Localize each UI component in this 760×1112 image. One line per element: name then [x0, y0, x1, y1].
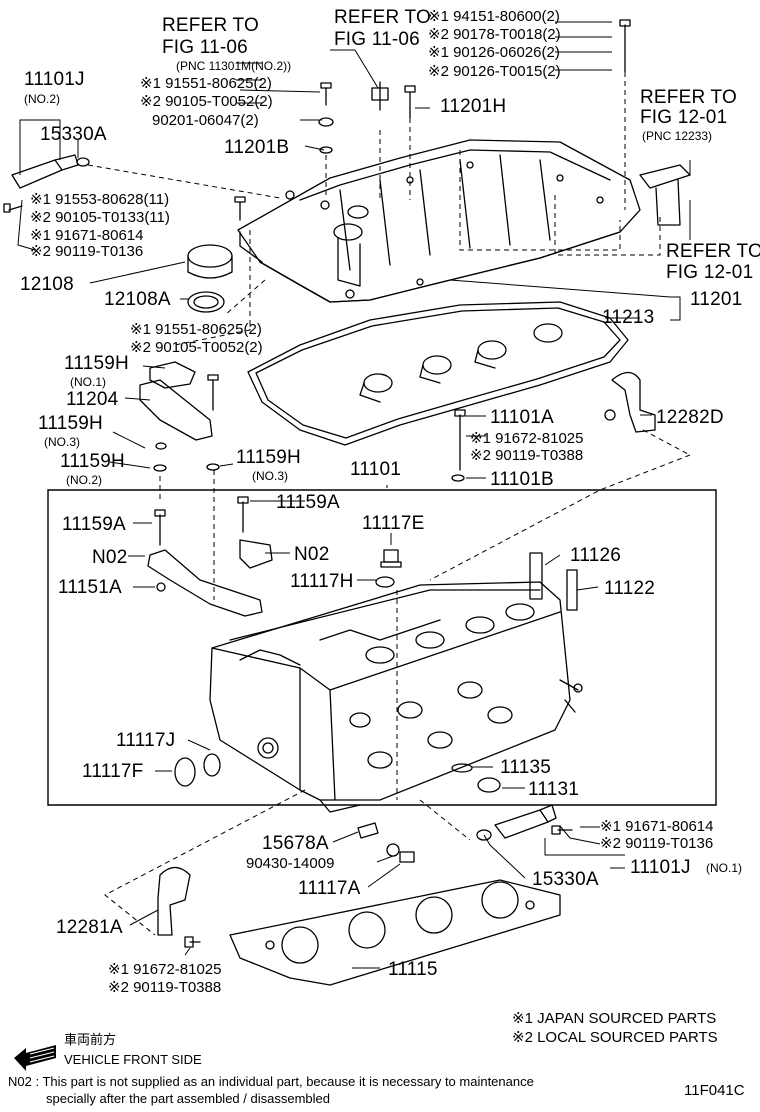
part-11159A-right[interactable]: 11159A: [276, 492, 340, 513]
part-15678A[interactable]: 15678A: [262, 833, 329, 854]
part-11101[interactable]: 11101: [350, 459, 402, 480]
part-11201[interactable]: 11201: [690, 289, 743, 310]
part-91553-80628[interactable]: ※1 91553-80628(11): [30, 191, 170, 208]
part-11135[interactable]: 11135: [500, 757, 552, 778]
part-11101J-no1[interactable]: 11101J: [630, 857, 691, 878]
engine-hanger-rear: [611, 371, 656, 433]
part-12108A[interactable]: 12108A: [104, 289, 171, 310]
oil-filler-cap: [187, 244, 233, 313]
ref-fig-12-01-a-fig[interactable]: FIG 12-01: [640, 107, 728, 128]
part-11131[interactable]: 11131: [528, 779, 580, 800]
part-11159H-no3[interactable]: 11159H: [38, 413, 103, 434]
leader-lines: [17, 21, 717, 969]
part-91672-81025-b[interactable]: ※1 91672-81025: [108, 961, 222, 978]
part-12108[interactable]: 12108: [20, 274, 74, 295]
bolts-and-studs: [3, 19, 631, 948]
part-11204[interactable]: 11204: [66, 389, 119, 410]
part-90105-T0052-b[interactable]: ※2 90105-T0052(2): [130, 339, 263, 356]
part-11117H[interactable]: 11117H: [290, 571, 354, 592]
footnote-line-1: N02 : This part is not supplied as an in…: [8, 1074, 534, 1089]
part-15330A-lower[interactable]: 15330A: [532, 869, 599, 890]
part-note-no2-b: (NO.2): [66, 473, 102, 487]
part-90126-T0015[interactable]: ※2 90126-T0015(2): [428, 63, 561, 80]
part-note-no1-a: (NO.1): [70, 375, 106, 389]
part-90201-06047[interactable]: 90201-06047(2): [152, 112, 259, 129]
part-15330A-upper[interactable]: 15330A: [40, 124, 107, 145]
part-90119-T0136-a[interactable]: ※2 90119-T0136: [30, 243, 144, 260]
part-note-no3-b: (NO.3): [252, 469, 288, 483]
ref-pnc-11301m: (PNC 11301M(NO.2)): [176, 59, 292, 73]
part-11117E[interactable]: 11117E: [362, 513, 425, 534]
part-11159A-left[interactable]: 11159A: [62, 514, 126, 535]
engine-hanger-front: [157, 866, 191, 936]
oil-control-valve-lower: [476, 804, 557, 841]
ref-fig-12-01-a[interactable]: REFER TO: [640, 87, 737, 108]
part-11151A[interactable]: 11151A: [58, 577, 122, 598]
part-note-no1-b: (NO.1): [706, 861, 742, 875]
ref-fig-12-01-b[interactable]: REFER TO: [666, 241, 760, 262]
part-91551-80625-a[interactable]: ※1 91551-80625(2): [140, 75, 272, 92]
part-11122[interactable]: 11122: [604, 578, 656, 599]
ref-fig-11-06-a-fig[interactable]: FIG 11-06: [162, 37, 248, 58]
part-91672-81025-a[interactable]: ※1 91672-81025: [470, 430, 584, 447]
part-11159H-no2[interactable]: 11159H: [60, 451, 125, 472]
part-11201H[interactable]: 11201H: [440, 96, 507, 117]
head-cover-gasket: [247, 301, 629, 446]
part-11159H-no1[interactable]: 11159H: [64, 353, 129, 374]
part-note-no2: (NO.2): [24, 92, 60, 106]
part-94151-80600[interactable]: ※1 94151-80600(2): [428, 8, 560, 25]
part-11117J[interactable]: 11117J: [116, 730, 176, 751]
part-90105-T0133[interactable]: ※2 90105-T0133(11): [30, 209, 170, 226]
legend-local-sourced: ※2 LOCAL SOURCED PARTS: [512, 1029, 718, 1046]
camshaft-bearing-caps: [139, 361, 273, 617]
sensor-bracket: [639, 164, 691, 226]
part-11159H-no3-b[interactable]: 11159H: [236, 447, 301, 468]
part-11117F[interactable]: 11117F: [82, 761, 144, 782]
part-11101B[interactable]: 11101B: [490, 469, 554, 490]
part-90119-T0388-b[interactable]: ※2 90119-T0388: [108, 979, 222, 996]
dashed-alignment-lines: [87, 72, 691, 936]
part-11117A[interactable]: 11117A: [298, 878, 361, 899]
part-11213[interactable]: 11213: [602, 307, 655, 328]
direction-label-en: VEHICLE FRONT SIDE: [64, 1052, 202, 1067]
part-12282D[interactable]: 12282D: [656, 407, 724, 428]
ref-fig-11-06-b-fig[interactable]: FIG 11-06: [334, 29, 420, 50]
part-90430-14009[interactable]: 90430-14009: [246, 855, 335, 872]
part-90119-T0388-a[interactable]: ※2 90119-T0388: [470, 447, 584, 464]
part-90178-T0018[interactable]: ※2 90178-T0018(2): [428, 26, 561, 43]
ref-fig-12-01-b-fig[interactable]: FIG 12-01: [666, 262, 754, 283]
part-11101J-no2[interactable]: 11101J: [24, 69, 85, 90]
part-90119-T0136-b[interactable]: ※2 90119-T0136: [600, 835, 714, 852]
legend-japan-sourced: ※1 JAPAN SOURCED PARTS: [512, 1010, 717, 1027]
part-11126[interactable]: 11126: [570, 545, 622, 566]
part-90105-T0052-a[interactable]: ※2 90105-T0052(2): [140, 93, 273, 110]
part-N02-right[interactable]: N02: [294, 544, 330, 565]
direction-label-jp: 車両前方: [64, 1032, 117, 1047]
front-direction-arrow: [14, 1045, 56, 1071]
part-91551-80625-b[interactable]: ※1 91551-80625(2): [130, 321, 262, 338]
ref-fig-11-06-b[interactable]: REFER TO: [334, 7, 431, 28]
part-11115[interactable]: 11115: [388, 959, 438, 980]
figure-code: 11F041C: [684, 1082, 745, 1099]
part-91671-80614-a[interactable]: ※1 91671-80614: [30, 227, 144, 244]
part-12281A[interactable]: 12281A: [56, 917, 123, 938]
part-90126-06026[interactable]: ※1 90126-06026(2): [428, 44, 560, 61]
part-91671-80614-b[interactable]: ※1 91671-80614: [600, 818, 714, 835]
cylinder-head-cover: [237, 139, 641, 303]
cylinder-head-gasket: [229, 879, 561, 986]
oil-control-valve-upper: [11, 154, 90, 189]
cylinder-head: [209, 581, 583, 813]
ref-pnc-12233: (PNC 12233): [642, 129, 713, 143]
part-N02-left[interactable]: N02: [92, 547, 128, 568]
part-11201B[interactable]: 11201B: [224, 137, 290, 158]
part-note-no3-a: (NO.3): [44, 435, 80, 449]
part-11101A[interactable]: 11101A: [490, 407, 554, 428]
ref-fig-11-06-a[interactable]: REFER TO: [162, 15, 259, 36]
footnote-line-2: specially after the part assembled / dis…: [46, 1091, 330, 1106]
